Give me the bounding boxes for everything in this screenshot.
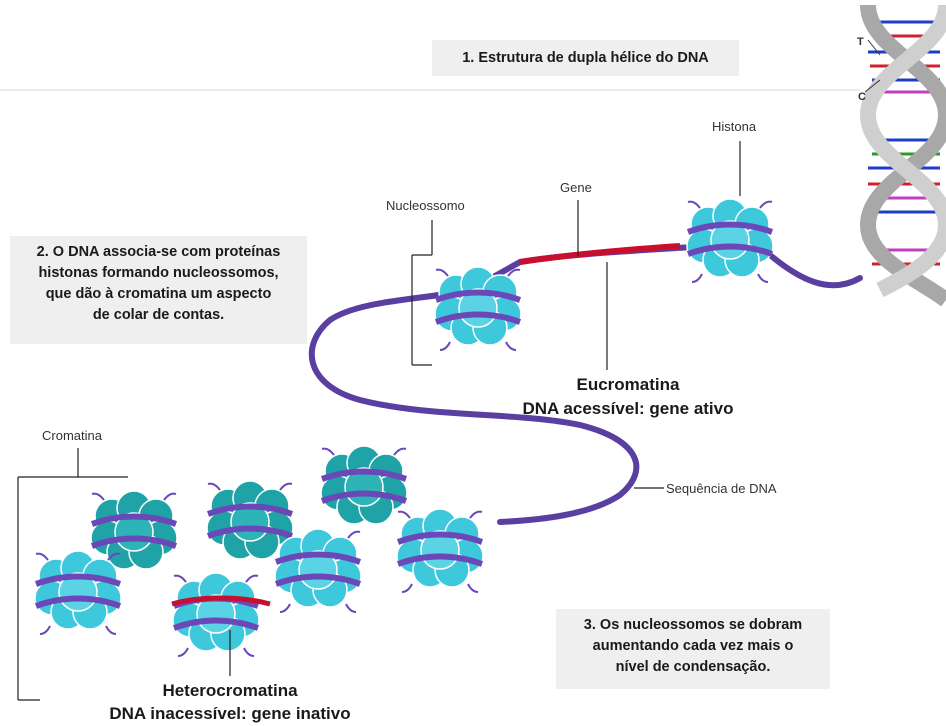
label-gene: Gene bbox=[560, 180, 592, 195]
label-sequencia-dna: Sequência de DNA bbox=[666, 481, 777, 496]
label-histona: Histona bbox=[712, 119, 757, 134]
label-cromatina: Cromatina bbox=[42, 428, 102, 443]
caption-box-2-line: que dão à cromatina um aspecto bbox=[45, 286, 272, 302]
caption-box-1: 1. Estrutura de dupla hélice do DNA bbox=[432, 40, 739, 76]
euchromatin-title: Eucromatina bbox=[576, 375, 680, 394]
caption-box-3-line: aumentando cada vez mais o bbox=[592, 638, 794, 654]
gene-segment bbox=[519, 243, 681, 265]
hetero-gene-segment bbox=[171, 595, 271, 607]
nucleosome-hetero-7 bbox=[173, 573, 259, 656]
double-helix bbox=[859, 4, 946, 307]
heterochromatin-title: Heterocromatina bbox=[162, 681, 298, 700]
caption-box-2-line: de colar de contas. bbox=[92, 307, 225, 323]
caption-box-2-line: histonas formando nucleossomos, bbox=[38, 265, 279, 281]
nucleosome-histona bbox=[687, 199, 773, 282]
nucleosome-hetero-6 bbox=[35, 551, 121, 634]
heterochromatin-subtitle: DNA inacessível: gene inativo bbox=[109, 704, 351, 723]
dna-strand bbox=[308, 241, 863, 525]
nucleosome-hetero-1 bbox=[321, 446, 407, 524]
nucleosome-hetero-4 bbox=[397, 509, 483, 592]
nucleosome-hetero-5 bbox=[275, 529, 361, 612]
base-label-t: T bbox=[857, 36, 864, 48]
label-nucleossomo: Nucleossomo bbox=[386, 198, 465, 213]
nucleosome-hetero-3 bbox=[91, 491, 177, 569]
nucleosome-euchromatin bbox=[435, 267, 521, 350]
caption-box-2-line: 2. O DNA associa-se com proteínas bbox=[36, 244, 281, 260]
caption-box-3: 3. Os nucleossomos se dobram aumentando … bbox=[556, 609, 830, 689]
caption-box-3-line: nível de condensação. bbox=[615, 659, 771, 675]
caption-box-3-line: 3. Os nucleossomos se dobram bbox=[583, 617, 803, 633]
caption-box-2: 2. O DNA associa-se com proteínas histon… bbox=[10, 236, 307, 344]
base-label-c: C bbox=[858, 91, 866, 103]
callout-lines bbox=[17, 141, 741, 701]
euchromatin-subtitle: DNA acessível: gene ativo bbox=[522, 399, 734, 418]
